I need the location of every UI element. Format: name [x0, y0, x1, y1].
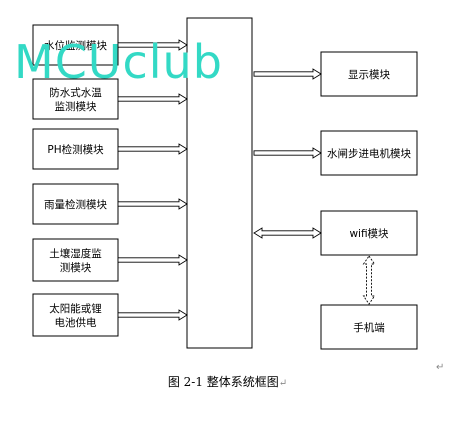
- caption-text: 图 2-1 整体系统框图: [167, 375, 279, 389]
- paragraph-return-mark: ↵: [436, 362, 445, 373]
- arrow-power-to-controller: [117, 309, 188, 321]
- mcuclub-watermark: MCUclub: [14, 35, 223, 89]
- input-box-water-level-label-line: 水位监测模块: [44, 39, 107, 52]
- arrow-water-level-to-controller: [117, 39, 188, 51]
- input-box-soil: [32, 238, 119, 282]
- arrow-controller-to-display: [253, 68, 322, 80]
- caption-return-mark: ↵: [278, 378, 288, 389]
- input-box-power: [32, 293, 119, 337]
- input-box-soil-label-line: 测模块: [60, 261, 92, 274]
- output-box-phone-label-line: 手机端: [353, 321, 385, 334]
- input-box-power-label-line: 电池供电: [55, 316, 97, 329]
- output-box-stepper: [320, 130, 418, 176]
- output-box-display-label-line: 显示模块: [348, 69, 390, 81]
- input-box-power-label-line: 太阳能或锂: [49, 302, 102, 315]
- arrow-controller-to-stepper: [253, 147, 322, 159]
- input-box-water-temp-label-line: 防水式水温: [49, 86, 102, 99]
- output-box-phone: [320, 304, 418, 350]
- input-box-soil-label-line: 土壤湿度监: [49, 247, 102, 260]
- arrow-soil-to-controller: [117, 254, 188, 266]
- input-box-rain: [32, 183, 119, 225]
- input-box-water-temp-label-line: 监测模块: [55, 100, 97, 113]
- input-box-ph-label-line: PH检测模块: [47, 143, 104, 156]
- central-controller-block: [186, 17, 253, 349]
- arrow-ph-to-controller: [117, 143, 188, 155]
- arrow-controller-wifi-bidirectional: [253, 227, 322, 239]
- input-box-water-level: [32, 24, 119, 66]
- arrow-rain-to-controller: [117, 198, 188, 210]
- input-box-water-temp: [32, 78, 119, 120]
- figure-caption: 图 2-1 整体系统框图↵: [0, 373, 455, 390]
- output-box-stepper-label-line: 水闸步进电机模块: [327, 147, 411, 160]
- input-box-rain-label-line: 雨量检测模块: [44, 198, 107, 211]
- output-box-wifi-label-line: wifi模块: [349, 228, 389, 240]
- arrow-water-temp-to-controller: [117, 93, 188, 105]
- arrow-wifi-phone-bidirectional: [362, 255, 376, 305]
